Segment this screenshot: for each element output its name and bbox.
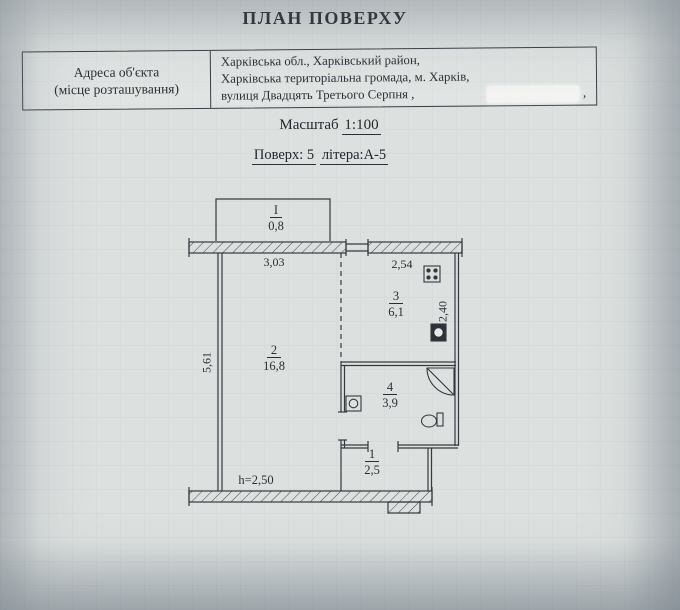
dim-right: 2,40 bbox=[435, 301, 450, 322]
exterior-wall-top-right bbox=[367, 241, 463, 254]
scale-value: 1:100 bbox=[342, 117, 381, 135]
room-area: 0,8 bbox=[268, 219, 284, 233]
room-area: 2,5 bbox=[364, 463, 380, 477]
scale-line: Масштаб 1:100 bbox=[0, 117, 660, 135]
room-label-3: 3 6,1 bbox=[374, 289, 418, 319]
stove-icon bbox=[423, 265, 441, 283]
room-label-4: 4 3,9 bbox=[368, 380, 412, 410]
letter-value: літера:А-5 bbox=[319, 147, 389, 165]
room-area: 3,9 bbox=[382, 396, 398, 410]
walls bbox=[188, 198, 463, 514]
room-number: 1 bbox=[364, 447, 380, 462]
floor-line: Поверх: 5 літера:А-5 bbox=[0, 147, 640, 165]
page-title: ПЛАН ПОВЕРХУ bbox=[242, 8, 408, 28]
wall-stub-bottom bbox=[387, 501, 421, 514]
room-number: 2 bbox=[266, 343, 282, 358]
room-label-1: 1 2,5 bbox=[350, 447, 394, 477]
room-number: I bbox=[269, 203, 283, 218]
dim-ceiling-height: h=2,50 bbox=[238, 473, 274, 487]
toilet-icon bbox=[420, 412, 444, 428]
boiler-icon bbox=[430, 323, 447, 342]
corner-shower-icon bbox=[426, 367, 455, 396]
room-label-balcony: I 0,8 bbox=[254, 203, 298, 233]
balcony-outline bbox=[215, 198, 331, 241]
room-area: 6,1 bbox=[388, 305, 404, 319]
dim-top-right: 2,54 bbox=[391, 257, 413, 271]
exterior-wall-bottom bbox=[188, 490, 433, 503]
room-area: 16,8 bbox=[263, 359, 285, 373]
room-number: 3 bbox=[388, 289, 404, 304]
room-number: 4 bbox=[382, 380, 398, 395]
window-symbol bbox=[345, 239, 369, 256]
dim-top-left: 3,03 bbox=[263, 255, 285, 269]
dim-left: 5,61 bbox=[199, 352, 214, 373]
scale-label: Масштаб bbox=[279, 117, 339, 133]
washer-icon bbox=[345, 395, 362, 412]
floor-value: Поверх: 5 bbox=[251, 147, 317, 165]
room-label-2: 2 16,8 bbox=[248, 343, 300, 373]
exterior-wall-top-left bbox=[188, 241, 347, 254]
